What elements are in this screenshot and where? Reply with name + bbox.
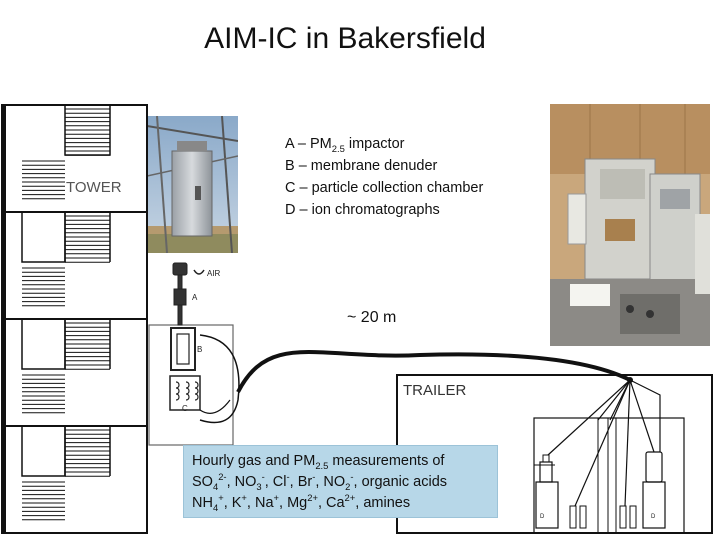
tower-photo [147,116,238,253]
legend-item-b: B – membrane denuder [285,158,438,174]
distance-label: ~ 20 m [347,309,396,326]
air-label: AIR [207,269,221,278]
line-junction [627,377,633,383]
legend-item-d: D – ion chromatographs [285,202,440,218]
sample-lines [199,334,631,424]
sampling-box [148,324,234,446]
legend-item-c: C – particle collection chamber [285,180,484,196]
trailer-label: TRAILER [403,382,467,399]
label-b: B [197,345,202,354]
measurements-line-3: NH4+, K+, Na+, Mg2+, Ca2+, amines [192,492,411,513]
measurements-line-1: Hourly gas and PM2.5 measurements of [192,453,445,471]
label-d-left: D [540,514,545,520]
tower-label: TOWER [66,179,122,196]
measurements-line-2: SO42-, NO3-, Cl-, Br-, NO2-, organic aci… [192,471,448,492]
legend-item-a: A – PM2.5 impactor [285,136,405,154]
instrument-photo-image [550,104,710,346]
inlet-assembly [172,262,205,326]
stair-steps [22,108,110,521]
tower-photo-image [147,116,238,253]
label-c: C [182,404,188,413]
instrument-photo [550,104,710,346]
page-title: AIM-IC in Bakersfield [204,22,486,55]
component-legend: A – PM2.5 impactor B – membrane denuder … [285,133,483,221]
label-d-right: D [651,514,656,520]
measurements-box: Hourly gas and PM2.5 measurements of SO4… [183,445,498,518]
label-a: A [192,293,198,302]
